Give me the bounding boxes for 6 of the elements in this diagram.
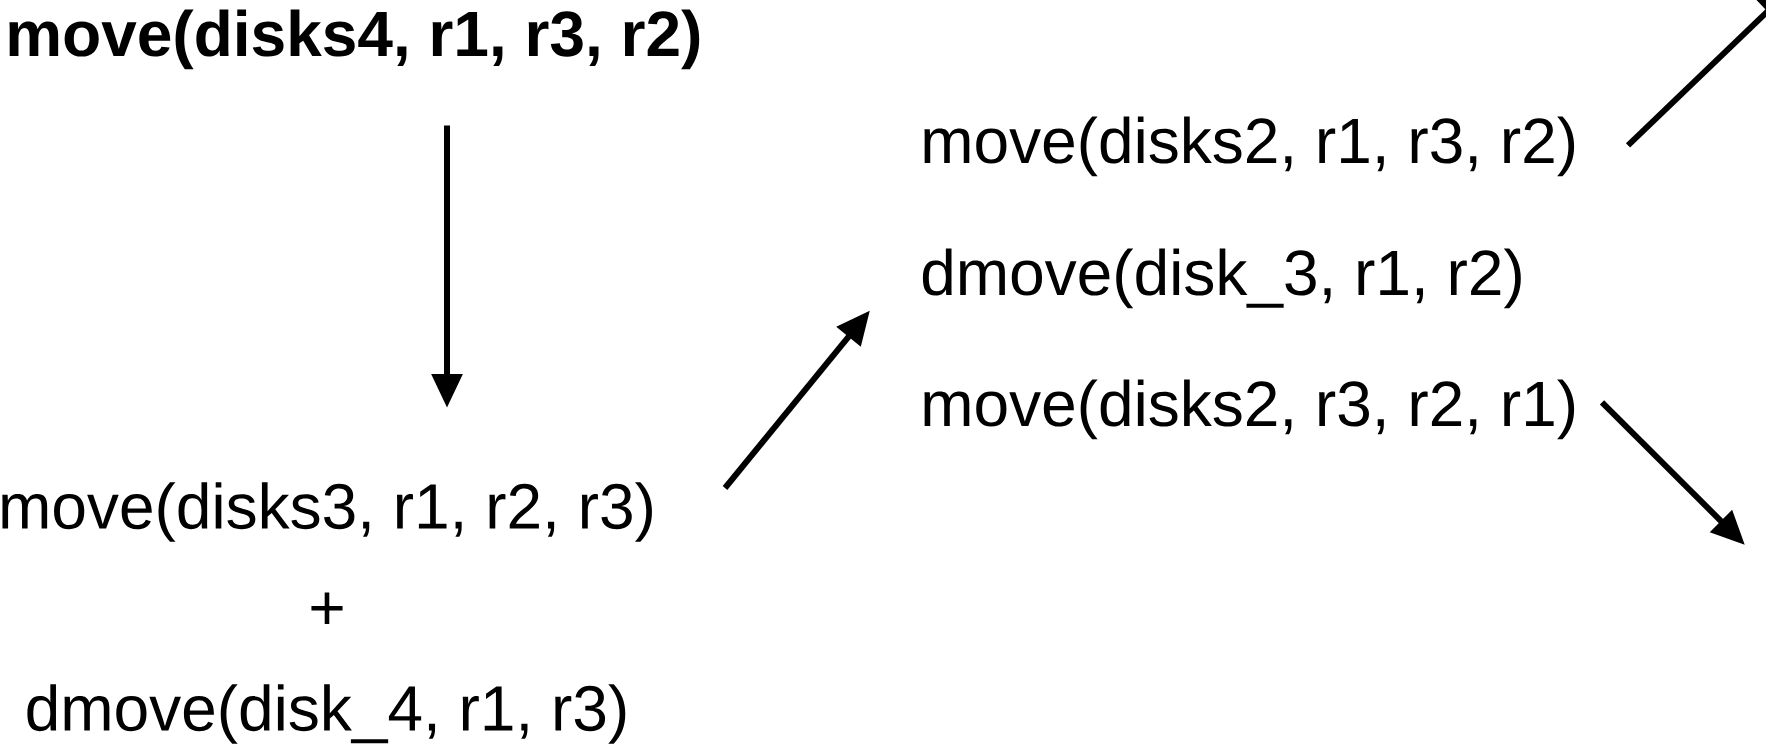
term-text: move(disks3, r1, r2, r3) + dmove(disk_4, r1, r3) (2, 482, 652, 744)
term-text: move(disks4, r1, r3, r2) (9, 9, 700, 70)
arrow (1625, 0, 1766, 148)
term-text: move(disks2, r3, r2, r1) (924, 379, 1575, 440)
term-text: dmove(disk_3, r1, r2) (922, 248, 1521, 309)
term-text: move(disks2, r1, r3, r2) (924, 116, 1575, 177)
